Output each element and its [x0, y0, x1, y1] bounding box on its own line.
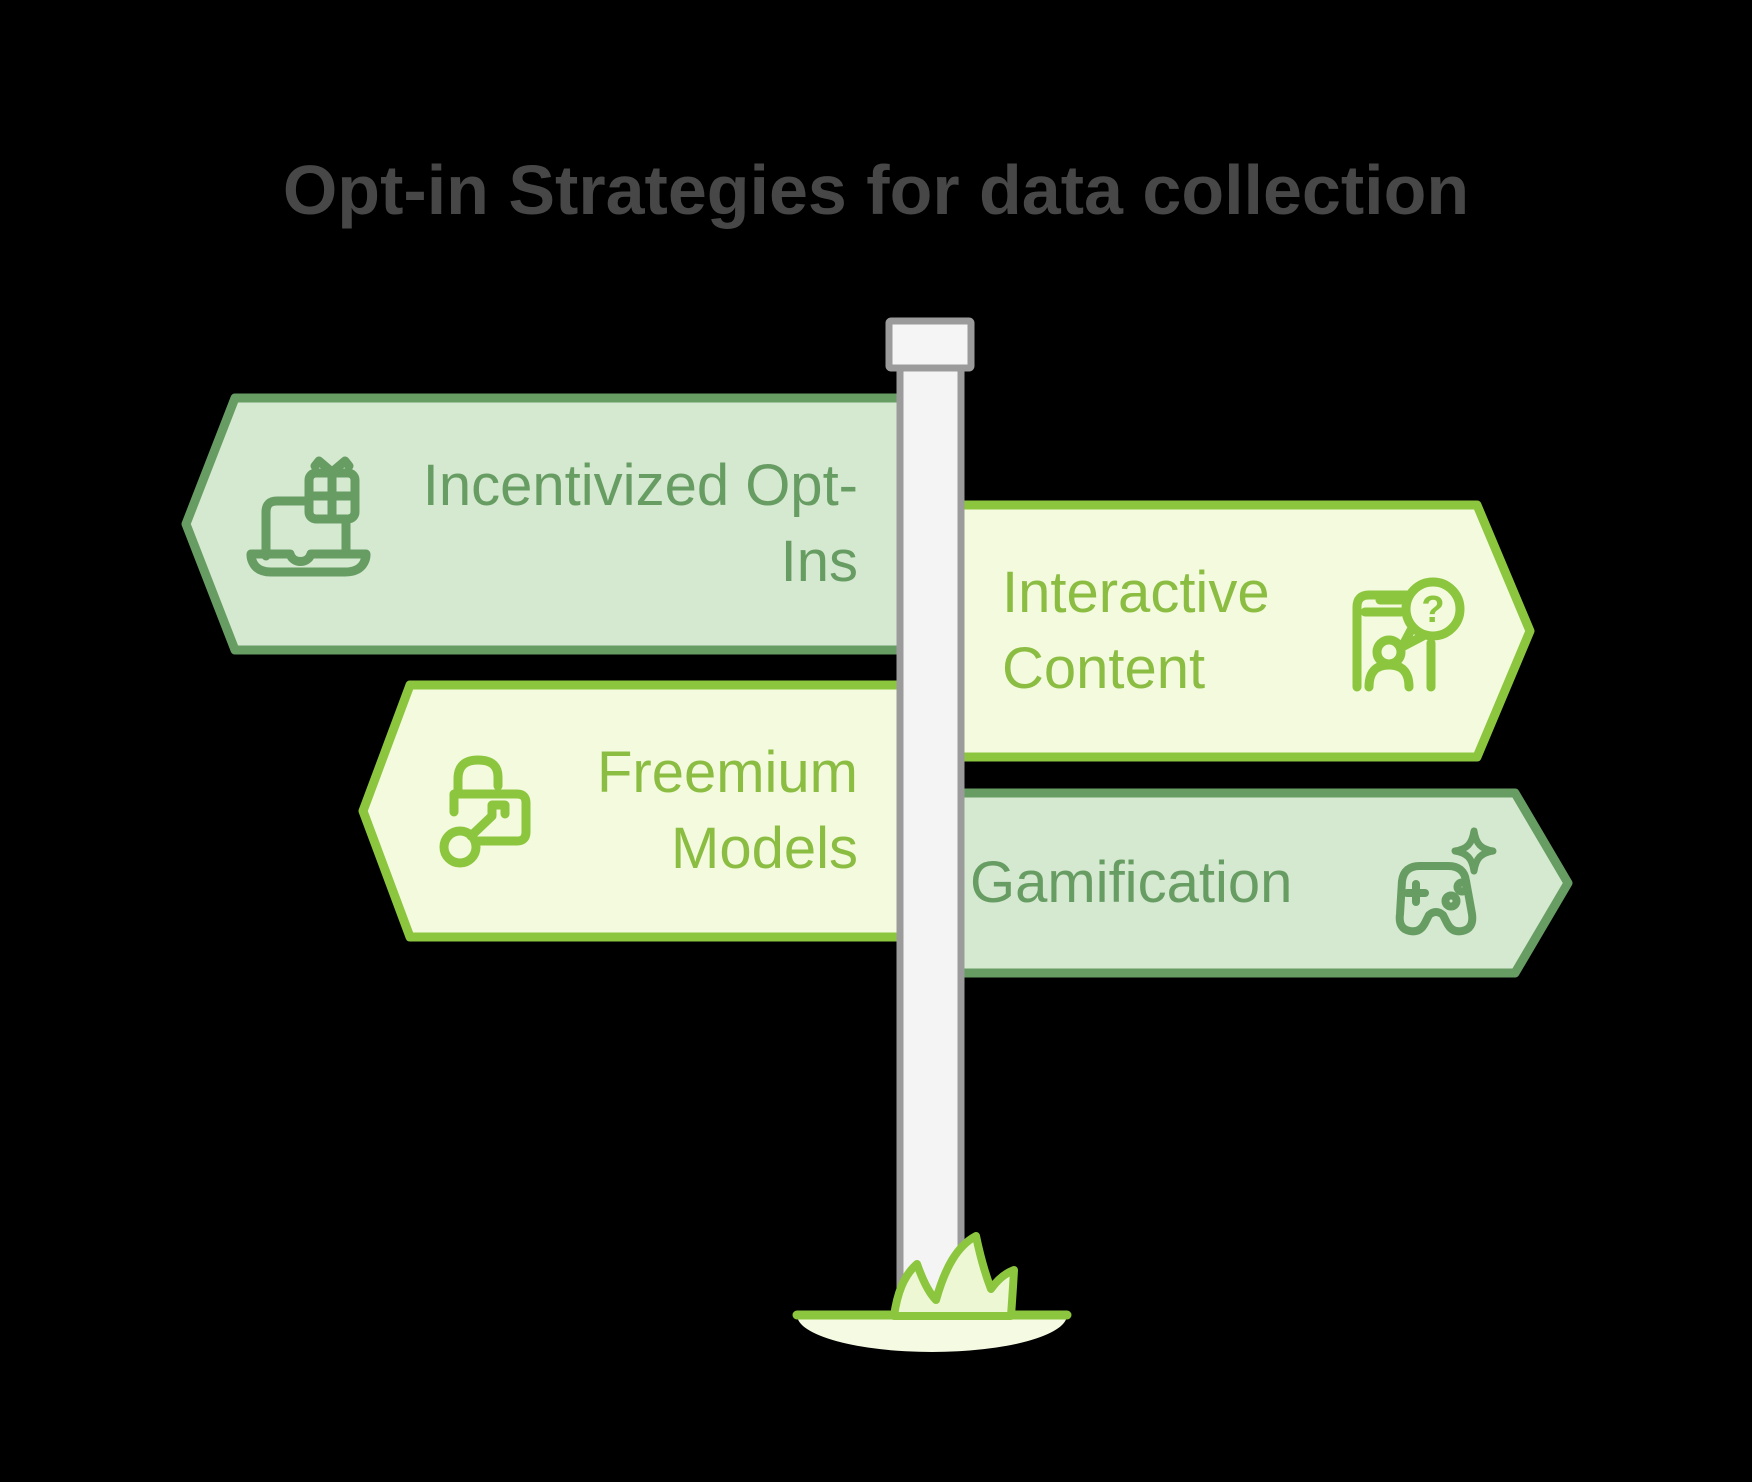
phone-question-icon: ? — [1352, 577, 1465, 692]
lock-key-icon — [439, 755, 531, 868]
sign-label-incentivized-opt-ins: Incentivized Opt- Ins — [300, 398, 858, 650]
signpost-pole-cap — [885, 317, 975, 372]
sign-label-line: Gamification — [970, 850, 1293, 915]
sign-label-line: Incentivized Opt- — [422, 453, 858, 518]
signpost-pole — [896, 360, 965, 1320]
question-mark-glyph: ? — [1421, 589, 1444, 631]
sign-label-interactive-content: Interactive Content — [1002, 505, 1522, 757]
sign-label-gamification: Gamification — [970, 793, 1510, 973]
grass-tuft — [890, 1232, 1018, 1320]
ground-mound — [797, 1315, 1067, 1352]
sign-label-line: Freemium — [596, 740, 858, 805]
laptop-gift-icon — [246, 456, 371, 577]
controller-sparkle-icon — [1395, 827, 1497, 936]
sign-label-line: Ins — [780, 529, 858, 594]
sign-label-line: Content — [1002, 636, 1206, 701]
sign-label-line: Models — [671, 816, 858, 881]
sign-label-line: Interactive — [1002, 560, 1270, 625]
page-title: Opt-in Strategies for data collection — [282, 151, 1470, 229]
sign-incentivized-opt-ins — [181, 393, 941, 655]
sign-label-freemium-models: Freemium Models — [300, 685, 858, 937]
